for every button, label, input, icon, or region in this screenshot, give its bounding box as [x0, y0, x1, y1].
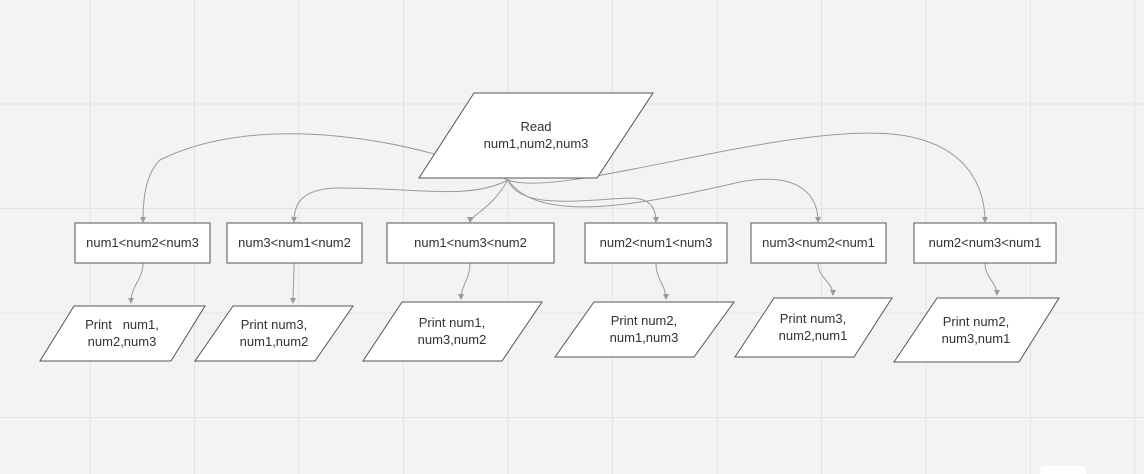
condition-node[interactable]: num2<num3<num1	[913, 222, 1057, 264]
output-node[interactable]: Print num1, num2,num3	[39, 305, 206, 362]
condition-node[interactable]: num2<num1<num3	[584, 222, 728, 264]
condition-label: num1<num3<num2	[414, 235, 527, 250]
condition-node[interactable]: num3<num1<num2	[226, 222, 363, 264]
input-node-line-1: Read	[520, 119, 551, 134]
output-line-1: Print num2,	[943, 314, 1009, 329]
arrowhead-o2	[290, 298, 296, 304]
arrowhead-o6	[994, 290, 1000, 296]
connector-read-to-c6[interactable]	[507, 132, 986, 223]
output-parallelogram	[194, 305, 354, 362]
connector-c2-to-o2[interactable]	[292, 262, 295, 304]
condition-box	[913, 222, 1057, 264]
output-node[interactable]: Print num3, num2,num1	[734, 297, 893, 358]
condition-box	[74, 222, 211, 264]
output-parallelogram	[362, 301, 543, 362]
condition-label: num2<num1<num3	[600, 235, 713, 250]
output-node[interactable]: Print num1, num3,num2	[362, 301, 543, 362]
condition-label: num2<num3<num1	[929, 235, 1042, 250]
input-node-read[interactable]: Read num1,num2,num3	[418, 92, 654, 179]
condition-label: num3<num2<num1	[762, 235, 875, 250]
output-parallelogram	[734, 297, 893, 358]
output-line-2: num1,num3	[610, 330, 679, 345]
output-line-1: Print num1,	[419, 315, 485, 330]
arrowheads	[128, 217, 1000, 304]
arrowhead-o3	[458, 294, 464, 300]
connector-c4-to-o4[interactable]	[655, 262, 667, 300]
output-node[interactable]: Print num2, num1,num3	[554, 301, 735, 358]
arrowhead-c2	[291, 217, 297, 223]
condition-node[interactable]: num3<num2<num1	[750, 222, 887, 264]
output-node[interactable]: Print num3, num1,num2	[194, 305, 354, 362]
bottom-right-panel-tab[interactable]	[1040, 466, 1086, 474]
condition-box	[584, 222, 728, 264]
output-line-1: Print num2,	[611, 313, 677, 328]
input-node-line-2: num1,num2,num3	[484, 136, 589, 151]
arrowhead-c1	[140, 217, 146, 223]
arrowhead-o1	[128, 298, 134, 304]
output-line-1: Print num3,	[241, 317, 307, 332]
input-parallelogram	[418, 92, 654, 179]
condition-label: num3<num1<num2	[238, 235, 351, 250]
arrowhead-c5	[815, 217, 821, 223]
output-line-2: num2,num3	[88, 334, 157, 349]
output-line-2: num3,num2	[418, 332, 487, 347]
condition-box	[750, 222, 887, 264]
arrowhead-o5	[830, 290, 836, 296]
output-line-2: num1,num2	[240, 334, 309, 349]
condition-box	[226, 222, 363, 264]
output-line-2: num2,num1	[779, 328, 848, 343]
connector-read-to-c2[interactable]	[293, 179, 509, 223]
connector-c3-to-o3[interactable]	[460, 262, 471, 300]
arrowhead-c3	[467, 217, 473, 223]
connector-read-to-c5[interactable]	[507, 178, 819, 223]
condition-node[interactable]: num1<num3<num2	[386, 222, 555, 264]
output-node[interactable]: Print num2, num3,num1	[893, 297, 1060, 363]
output-parallelogram	[893, 297, 1060, 363]
output-parallelogram	[39, 305, 206, 362]
output-line-1: Print num3,	[780, 311, 846, 326]
condition-label: num1<num2<num3	[86, 235, 199, 250]
connector-c1-to-o1[interactable]	[130, 262, 144, 304]
arrowhead-o4	[663, 294, 669, 300]
condition-node[interactable]: num1<num2<num3	[74, 222, 211, 264]
connector-read-to-c4[interactable]	[507, 179, 657, 223]
output-line-2: num3,num1	[942, 331, 1011, 346]
arrowhead-c6	[982, 217, 988, 223]
connector-read-to-c3[interactable]	[469, 179, 509, 223]
output-line-1: Print num1,	[85, 317, 159, 332]
arrowhead-c4	[653, 217, 659, 223]
condition-box	[386, 222, 555, 264]
output-parallelogram	[554, 301, 735, 358]
